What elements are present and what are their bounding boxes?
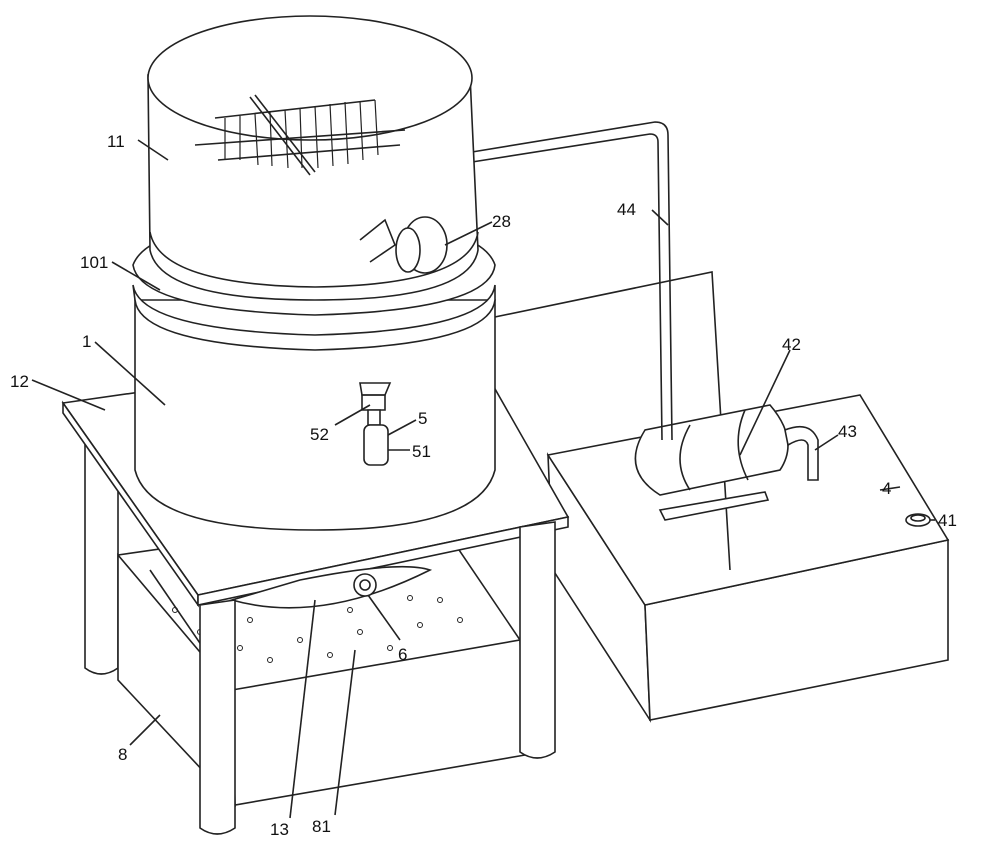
label-52: 52	[310, 425, 329, 444]
pipe-44	[472, 122, 672, 440]
label-6: 6	[398, 645, 407, 664]
label-11: 11	[107, 132, 125, 151]
label-28: 28	[492, 212, 511, 231]
label-41: 41	[938, 511, 957, 530]
label-51: 51	[412, 442, 431, 461]
label-5: 5	[418, 409, 427, 428]
label-8: 8	[118, 745, 127, 764]
label-12: 12	[10, 372, 29, 391]
label-1: 1	[82, 332, 91, 351]
label-43: 43	[838, 422, 857, 441]
label-101: 101	[80, 253, 108, 272]
label-42: 42	[782, 335, 801, 354]
label-13: 13	[270, 820, 289, 839]
label-4: 4	[882, 479, 891, 498]
label-81: 81	[312, 817, 331, 836]
label-44: 44	[617, 200, 636, 219]
